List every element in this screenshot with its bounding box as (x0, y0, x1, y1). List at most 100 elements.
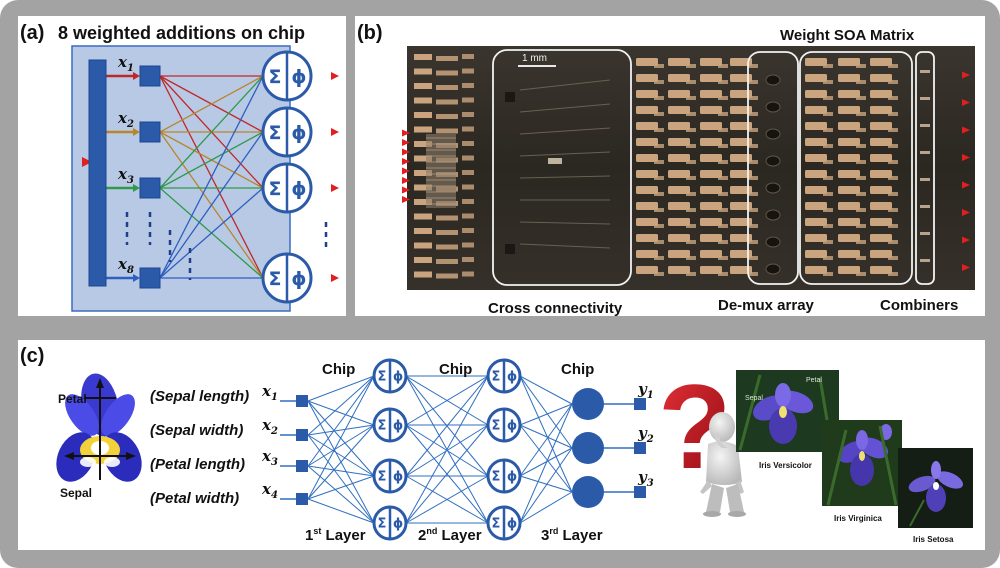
soa-pad-lead (888, 240, 898, 244)
layer-connection (307, 375, 375, 500)
input-label: x1 (261, 382, 278, 403)
bond-pad (462, 184, 474, 190)
chip-output-arrowhead (962, 154, 970, 161)
bond-pad (462, 97, 474, 103)
layer-connection (307, 465, 375, 477)
soa-pad (870, 218, 892, 226)
soa-pad (700, 58, 722, 66)
soa-pad-lead (748, 240, 758, 244)
weight-connection (159, 75, 264, 189)
sum-symbol: Σ (269, 268, 282, 290)
bond-pad (414, 170, 432, 176)
soa-pad-lead (718, 240, 728, 244)
input-node (296, 460, 308, 472)
demux-element (765, 182, 781, 194)
soa-pad-lead (888, 160, 898, 164)
layer-connection (519, 491, 573, 524)
soa-pad (805, 106, 827, 114)
soa-pad (636, 58, 658, 66)
soa-pad-lead (654, 224, 664, 228)
soa-pad (700, 218, 722, 226)
output-label: y1 (637, 380, 654, 401)
soa-pad (730, 170, 752, 178)
soa-pad (636, 154, 658, 162)
soa-pad-lead (888, 64, 898, 68)
chip-output-arrowhead (962, 99, 970, 106)
soa-pad (838, 266, 860, 274)
soa-pad-lead (686, 128, 696, 132)
chip-input-arrowhead (402, 186, 410, 194)
soa-pad (668, 138, 690, 146)
soa-pad (838, 186, 860, 194)
soa-pad (870, 170, 892, 178)
cross-waveguide (519, 175, 611, 179)
combiner-element (920, 97, 930, 100)
bond-pad (414, 112, 432, 118)
chip-photo (407, 46, 975, 290)
layer-3-label: 3rd Layer (541, 526, 603, 544)
soa-pad-lead (888, 272, 898, 276)
soa-pad-lead (718, 64, 728, 68)
cross-connectivity-frame (492, 49, 632, 286)
soa-pad-lead (748, 176, 758, 180)
layer-connection (307, 434, 375, 524)
soa-pad (805, 122, 827, 130)
weight-connection (159, 75, 264, 133)
soa-pad (668, 250, 690, 258)
input-waveguide-block (426, 134, 456, 208)
soa-pad (668, 106, 690, 114)
soa-pad (838, 122, 860, 130)
demux-element (765, 155, 781, 167)
soa-pad (730, 154, 752, 162)
sum-symbol: Σ (492, 517, 501, 532)
soa-pad (636, 90, 658, 98)
soa-pad (805, 58, 827, 66)
combiner-element (920, 70, 930, 73)
soa-pad (668, 90, 690, 98)
soa-pad (870, 154, 892, 162)
weight-box (139, 65, 161, 87)
bond-pad (462, 54, 474, 59)
chip-input-arrowhead (402, 196, 410, 203)
soa-pad (730, 90, 752, 98)
weight-connection (159, 187, 264, 279)
soa-pad-lead (748, 96, 758, 100)
soa-pad-lead (654, 160, 664, 164)
soa-pad (636, 218, 658, 226)
layer-connection (519, 447, 573, 524)
soa-pad (700, 74, 722, 82)
input-arrowhead (133, 274, 140, 282)
input-label: x2 (117, 109, 134, 130)
soa-pad-lead (748, 224, 758, 228)
soa-pad (700, 90, 722, 98)
bond-pad (462, 83, 474, 88)
combiners-label: Combiners (880, 297, 958, 314)
sepal-label: Sepal (60, 486, 92, 500)
soa-pad (805, 218, 827, 226)
soa-pad (730, 106, 752, 114)
chip-label-3: Chip (561, 361, 594, 378)
soa-pad (700, 186, 722, 194)
panel-a-title: 8 weighted additions on chip (58, 23, 305, 43)
photo-label-virginica: Iris Virginica (834, 514, 882, 523)
layer-connection (519, 447, 573, 477)
soa-pad-lead (654, 272, 664, 276)
soa-pad (636, 170, 658, 178)
thinking-person-illustration: ? (658, 360, 746, 517)
photo-tiny-label-sepal: Sepal (745, 395, 763, 402)
soa-pad-lead (823, 80, 833, 84)
soa-pad-lead (856, 112, 866, 116)
demux-element (765, 128, 781, 140)
layer-connection (307, 424, 375, 436)
demux-element (765, 209, 781, 221)
chip-output-arrowhead (962, 181, 970, 189)
soa-pad-lead (823, 224, 833, 228)
chip-input-arrowhead (402, 129, 410, 137)
bond-pad (436, 244, 458, 250)
bond-pad (462, 228, 474, 233)
petal-label: Petal (58, 392, 87, 406)
